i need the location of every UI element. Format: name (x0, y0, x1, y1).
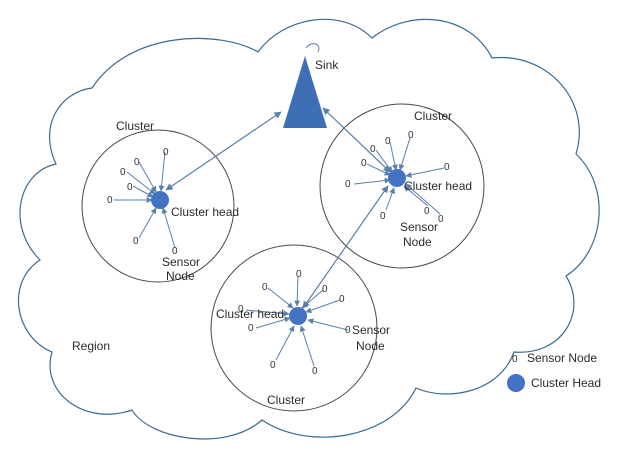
sensor-node: 0 (107, 195, 113, 206)
sensor-node: 0 (370, 144, 376, 155)
cluster-circle-bottom (210, 244, 378, 412)
cluster-head-label-bottom: Cluster head (216, 307, 284, 321)
sensor-node: 0 (120, 167, 126, 178)
sensor-node: 0 (262, 282, 268, 293)
link-head-right-to-sink (322, 107, 391, 173)
sensor-node: 0 (238, 304, 244, 315)
cluster-head-label-right: Cluster head (404, 179, 472, 193)
bottom-cluster-links (245, 275, 349, 367)
sensor-node: 0 (385, 136, 391, 147)
sensor-node: 0 (127, 182, 133, 193)
bottom-cluster-sensors: 0 0 0 0 0 0 0 0 0 (238, 269, 351, 377)
sensor-node: 0 (248, 323, 254, 334)
sensor-node-label-left-1: Sensor (162, 255, 200, 269)
sensor-node: 0 (361, 158, 367, 169)
legend-cluster-head-label: Cluster Head (531, 376, 601, 390)
link-head-left-to-sink (165, 111, 282, 191)
cluster-head-left (151, 191, 169, 209)
cluster-head-bottom (289, 307, 307, 325)
sensor-node-label-left-2: Node (166, 269, 195, 283)
region-cloud (17, 18, 600, 440)
sensor-node: 0 (380, 211, 386, 222)
link-head-bottom-to-head-right (302, 185, 389, 309)
left-cluster-sensors: 0 0 0 0 0 0 0 (107, 147, 178, 257)
cluster-label-left: Cluster (116, 119, 154, 133)
sensor-node-label-right-1: Sensor (400, 220, 438, 234)
sensor-node-label-bottom-2: Node (356, 339, 385, 353)
sensor-node: 0 (172, 246, 178, 257)
cluster-head-right (388, 169, 406, 187)
legend: 0 Sensor Node Cluster Head (507, 351, 601, 392)
legend-sensor-node-icon: 0 (512, 354, 518, 365)
sensor-node-label-bottom-1: Sensor (352, 323, 390, 337)
legend-cluster-head-icon (507, 374, 525, 392)
sensor-node: 0 (134, 157, 140, 168)
sensor-node: 0 (312, 366, 318, 377)
region-label: Region (72, 339, 110, 353)
sensor-node: 0 (270, 360, 276, 371)
sensor-node: 0 (133, 236, 139, 247)
right-cluster-sensors: 0 0 0 0 0 0 0 0 0 (345, 130, 450, 225)
sensor-node: 0 (339, 294, 345, 305)
sensor-node: 0 (163, 147, 169, 158)
legend-sensor-node-label: Sensor Node (527, 351, 597, 365)
sink-hook (305, 43, 320, 53)
cluster-head-label-left: Cluster head (171, 205, 239, 219)
sensor-node: 0 (322, 284, 328, 295)
sensor-node: 0 (444, 162, 450, 173)
sensor-node: 0 (438, 214, 444, 225)
cluster-label-right: Cluster (414, 109, 452, 123)
sensor-node: 0 (345, 179, 351, 190)
sensor-node: 0 (408, 130, 414, 141)
sensor-node: 0 (345, 325, 351, 336)
cluster-label-bottom: Cluster (267, 393, 305, 407)
sink-label: Sink (315, 58, 339, 72)
left-cluster-links (114, 151, 176, 249)
sensor-node: 0 (296, 269, 302, 280)
right-cluster-links (353, 137, 445, 215)
sensor-node-label-right-2: Node (403, 235, 432, 249)
sensor-node: 0 (424, 206, 430, 217)
sink-triangle (283, 56, 327, 128)
cluster-circle-left (81, 129, 235, 283)
